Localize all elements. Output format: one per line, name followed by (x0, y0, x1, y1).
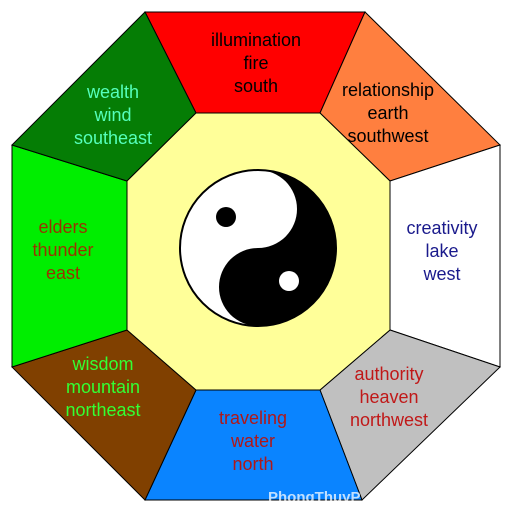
sector-southeast-label: southeast (74, 128, 152, 148)
yin-dot (216, 207, 236, 227)
sector-labels: illumination fire south relationship earth so… (32, 30, 477, 474)
sector-east-label: elders (38, 217, 87, 237)
sector-west-label: west (422, 264, 460, 284)
sector-southeast-label: wealth (86, 82, 139, 102)
sector-north-label: water (230, 431, 275, 451)
sector-northwest-label: authority (354, 364, 423, 384)
sector-northwest-label: heaven (359, 387, 418, 407)
bagua-sectors (11, 11, 501, 501)
sector-south-label: fire (243, 53, 268, 73)
sector-north-label: north (232, 454, 273, 474)
sector-southwest-label: southwest (347, 126, 428, 146)
sector-south-label: illumination (211, 30, 301, 50)
sector-northwest-label: northwest (350, 410, 428, 430)
sector-south-label: south (234, 76, 278, 96)
sector-southwest-label: earth (367, 103, 408, 123)
sector-northeast-label: wisdom (71, 354, 133, 374)
sector-east-label: east (46, 263, 80, 283)
sector-southwest-label: relationship (342, 80, 434, 100)
sector-north-label: traveling (219, 408, 287, 428)
sector-northeast-label: mountain (66, 377, 140, 397)
yin-yang-symbol (179, 169, 337, 327)
watermark-text: PhongThuyP (268, 489, 361, 506)
sector-west-label: creativity (406, 218, 477, 238)
sector-west-label: lake (425, 241, 458, 261)
sector-southeast-label: wind (93, 105, 131, 125)
sector-east-label: thunder (32, 240, 93, 260)
yang-dot (279, 271, 299, 291)
sector-northeast-label: northeast (65, 400, 140, 420)
